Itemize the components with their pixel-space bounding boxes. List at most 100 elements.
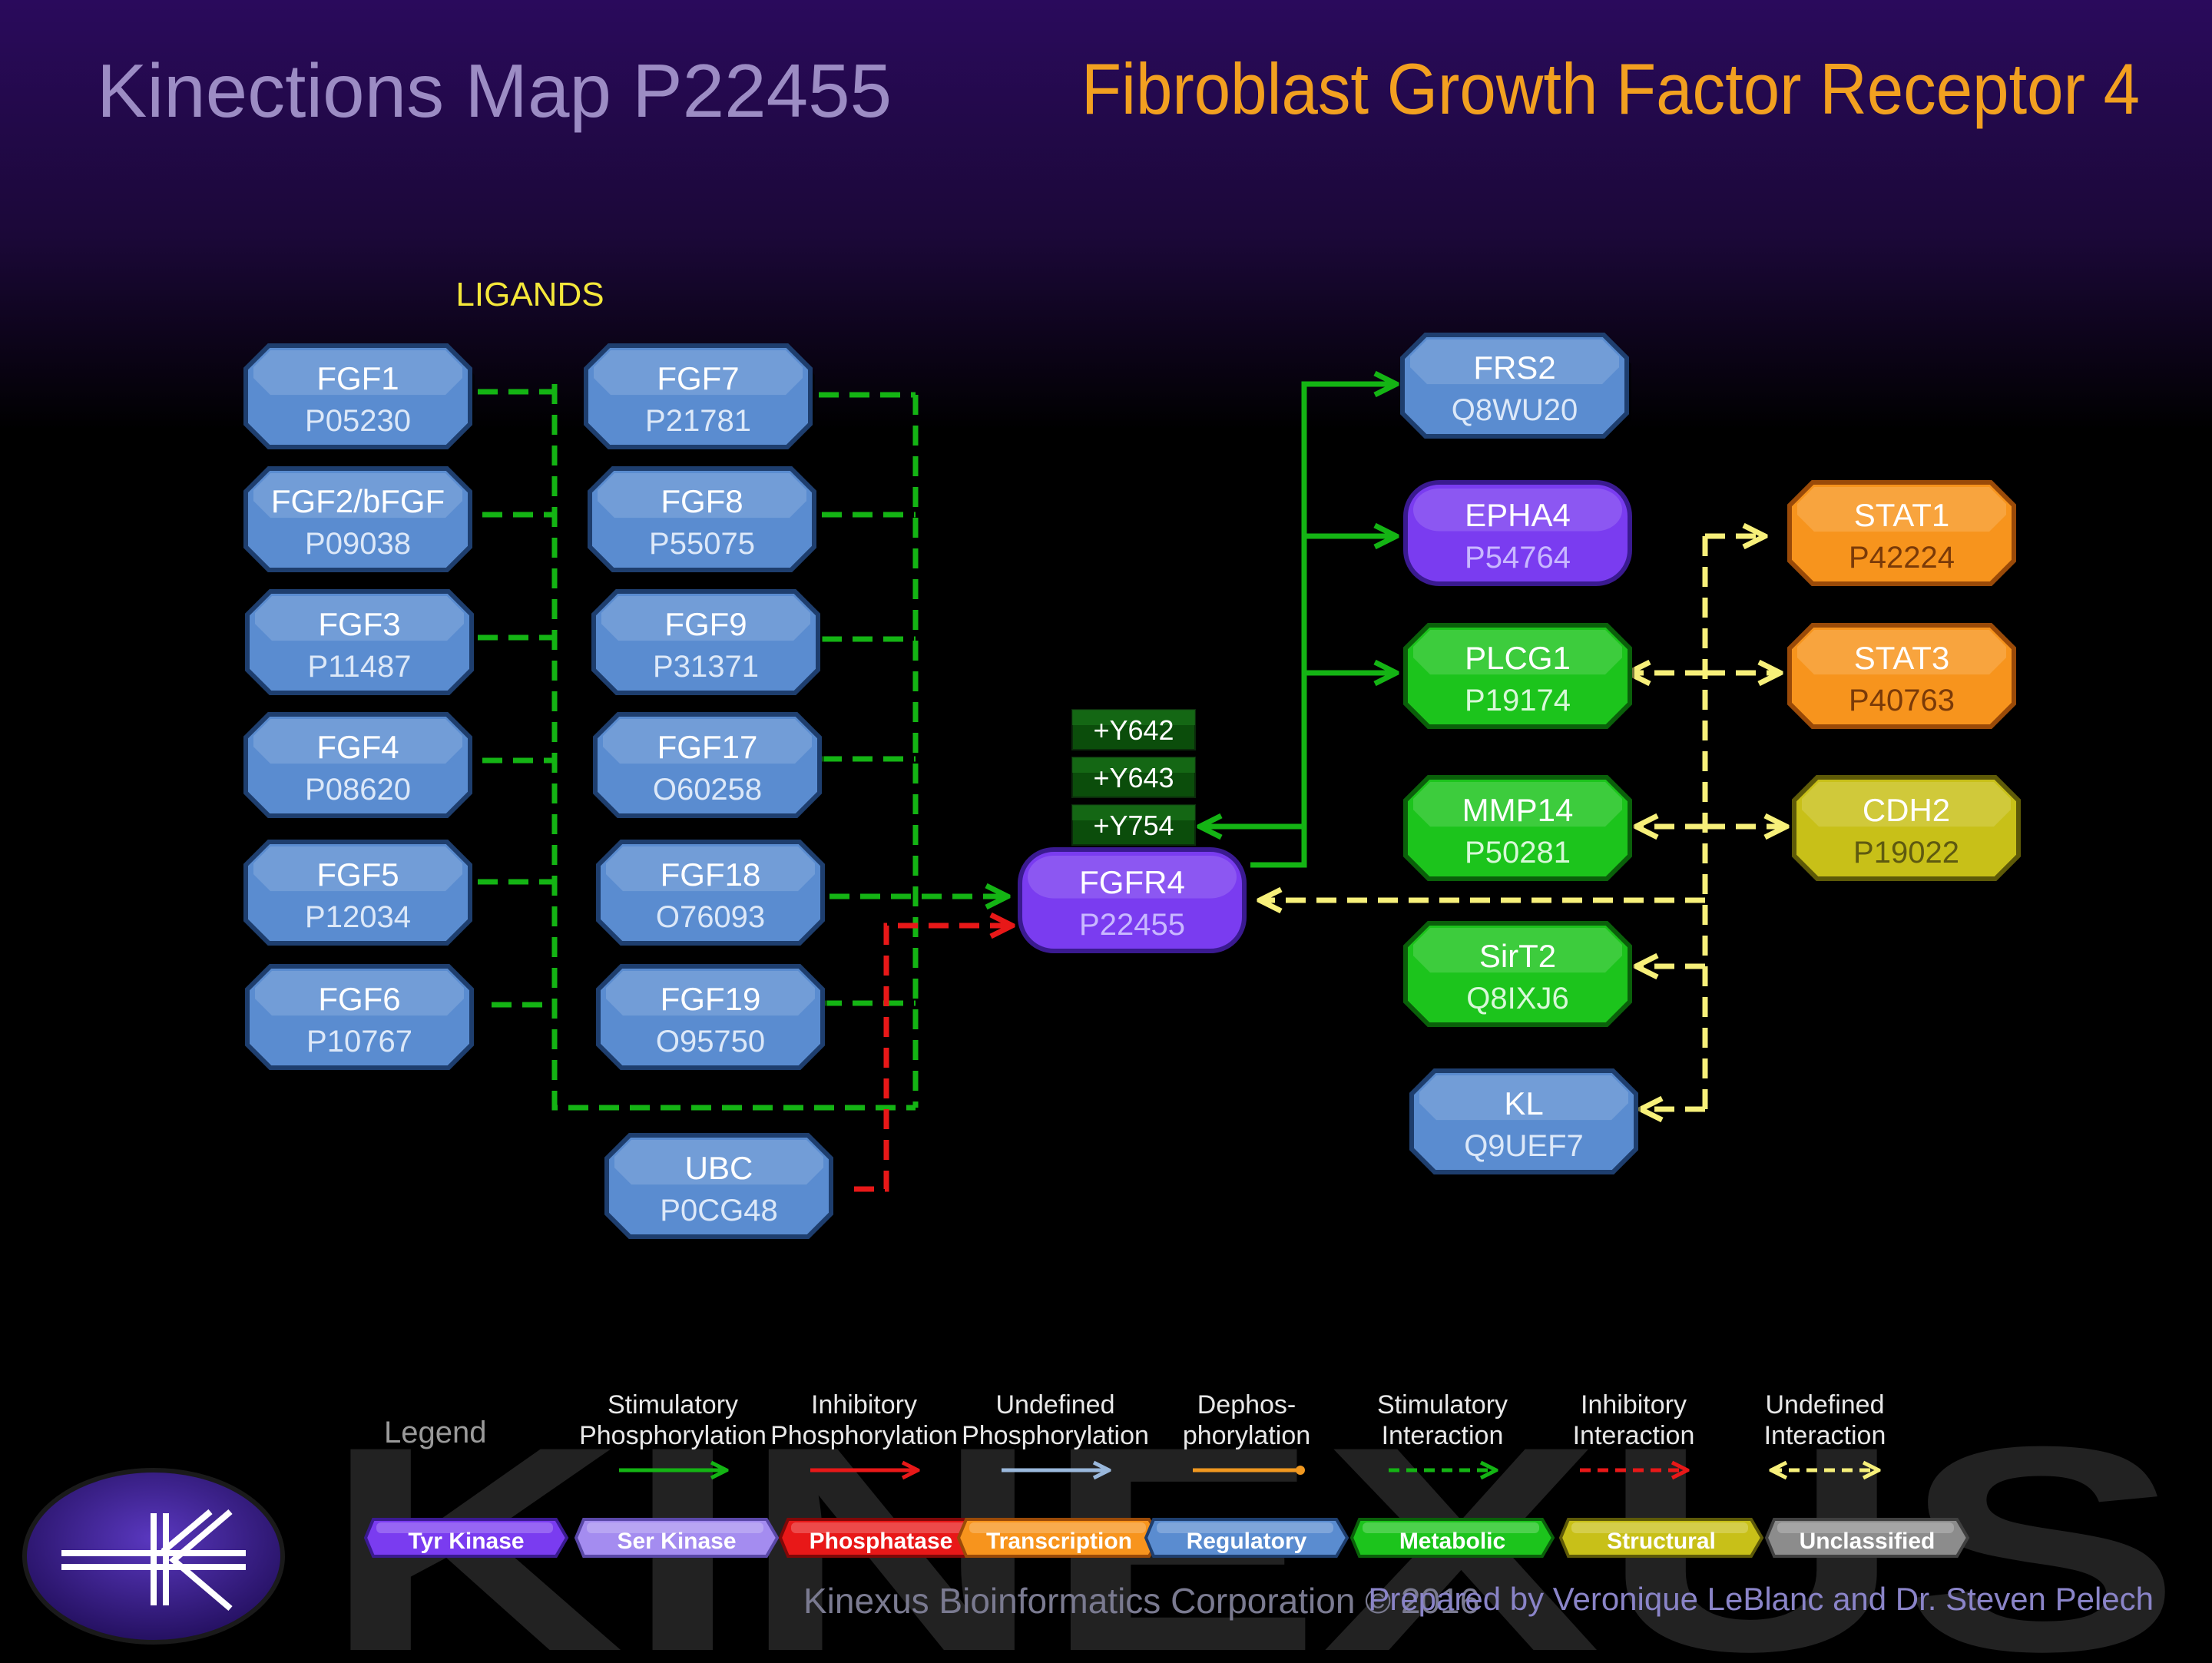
legend-type-label: Transcription [986, 1529, 1132, 1554]
node-accession: Q8WU20 [1452, 393, 1578, 427]
node-name: FGF17 [657, 729, 758, 765]
connectors [478, 384, 1786, 1192]
legend-type-phosphatase: Phosphatase [778, 1518, 984, 1558]
protein-title: Fibroblast Growth Factor Receptor 4 [1081, 48, 2140, 129]
node-accession: P54764 [1465, 541, 1571, 575]
map-title: Kinections Map P22455 [97, 48, 892, 133]
legend-type-ser: Ser Kinase [574, 1518, 780, 1558]
legend-type-structural: Structural [1558, 1518, 1764, 1558]
legend-arrow-label-1: Undefined [1765, 1390, 1884, 1420]
node-name: FGF7 [657, 360, 739, 396]
legend: LegendStimulatoryPhosphorylationInhibito… [363, 1390, 1970, 1558]
legend-arrow-label-2: Interaction [1382, 1421, 1504, 1450]
node-name: FGF8 [661, 483, 743, 519]
phosphosite-badge: +Y643 [1071, 757, 1196, 798]
legend-arrow-label-2: phorylation [1183, 1421, 1310, 1450]
node-name: FGF6 [318, 981, 400, 1017]
node-accession: P11487 [308, 650, 412, 684]
legend-type-metabolic: Metabolic [1349, 1518, 1555, 1558]
legend-type-label: Phosphatase [810, 1529, 953, 1554]
node-kl[interactable]: KL Q9UEF7 [1409, 1068, 1641, 1178]
ubc-to-fgfr4-arrow [854, 926, 1012, 1192]
node-name: KL [1504, 1085, 1543, 1121]
node-accession: O76093 [656, 900, 765, 934]
node-accession: P05230 [305, 404, 411, 438]
legend-arrow-label-2: Phosphorylation [770, 1421, 958, 1450]
node-name: FGF5 [316, 856, 399, 893]
node-fgf2[interactable]: FGF2/bFGF P09038 [243, 466, 475, 576]
node-name: FGF19 [661, 981, 761, 1017]
node-accession: O60258 [653, 773, 762, 807]
ligands-label: LIGANDS [455, 276, 604, 313]
node-name: FGFR4 [1079, 864, 1185, 900]
legend-arrow-label-2: Interaction [1764, 1421, 1886, 1450]
node-accession: P21781 [645, 404, 751, 438]
legend-arrow-label-1: Stimulatory [608, 1390, 738, 1420]
node-name: FGF3 [318, 606, 400, 642]
phosphosite-label: +Y643 [1093, 762, 1174, 793]
ligand-bus-left [478, 384, 916, 1111]
phosphosite-label: +Y642 [1093, 714, 1174, 746]
node-name: FGF9 [664, 606, 747, 642]
prepared-by: Prepared by Veronique LeBlanc and Dr. St… [1368, 1581, 2154, 1617]
node-name: EPHA4 [1465, 497, 1571, 533]
node-ubc[interactable]: UBC P0CG48 [604, 1133, 836, 1243]
node-name: FGF18 [661, 856, 761, 893]
node-name: UBC [685, 1150, 753, 1186]
phosphosite-label: +Y754 [1093, 810, 1174, 841]
legend-type-tyr: Tyr Kinase [363, 1518, 569, 1558]
legend-arrow-label-1: Dephos- [1197, 1390, 1296, 1420]
copyright: Kinexus Bioinformatics Corporation © 201… [803, 1581, 1479, 1621]
legend-type-transcription: Transcription [956, 1518, 1162, 1558]
node-accession: P09038 [305, 527, 411, 561]
undefined-interactions [1260, 536, 1786, 1109]
node-accession: Q8IXJ6 [1466, 982, 1568, 1015]
phosphosite-badge: +Y754 [1071, 804, 1196, 846]
legend-arrow-label-1: Stimulatory [1377, 1390, 1508, 1420]
legend-type-label: Metabolic [1399, 1529, 1505, 1554]
legend-arrow-item: Dephos-phorylation [1183, 1390, 1310, 1475]
node-accession: O95750 [656, 1025, 765, 1058]
node-accession: P50281 [1465, 836, 1571, 870]
phosphosite-badge: +Y642 [1071, 709, 1196, 750]
node-accession: Q9UEF7 [1464, 1129, 1584, 1163]
node-accession: P0CG48 [660, 1194, 777, 1227]
node-accession: P31371 [653, 650, 759, 684]
ligand-bus-right [819, 392, 919, 1108]
node-accession: P55075 [649, 527, 755, 561]
legend-arrow-label-2: Phosphorylation [962, 1421, 1149, 1450]
node-accession: P22455 [1079, 908, 1185, 942]
node-name: PLCG1 [1465, 640, 1571, 676]
node-name: FGF1 [316, 360, 399, 396]
node-name: FGF2/bFGF [271, 483, 445, 519]
phosphosites: +Y642 +Y643 +Y754 [1071, 709, 1196, 846]
legend-type-label: Unclassified [1800, 1529, 1936, 1554]
node-name: FGF4 [316, 729, 399, 765]
